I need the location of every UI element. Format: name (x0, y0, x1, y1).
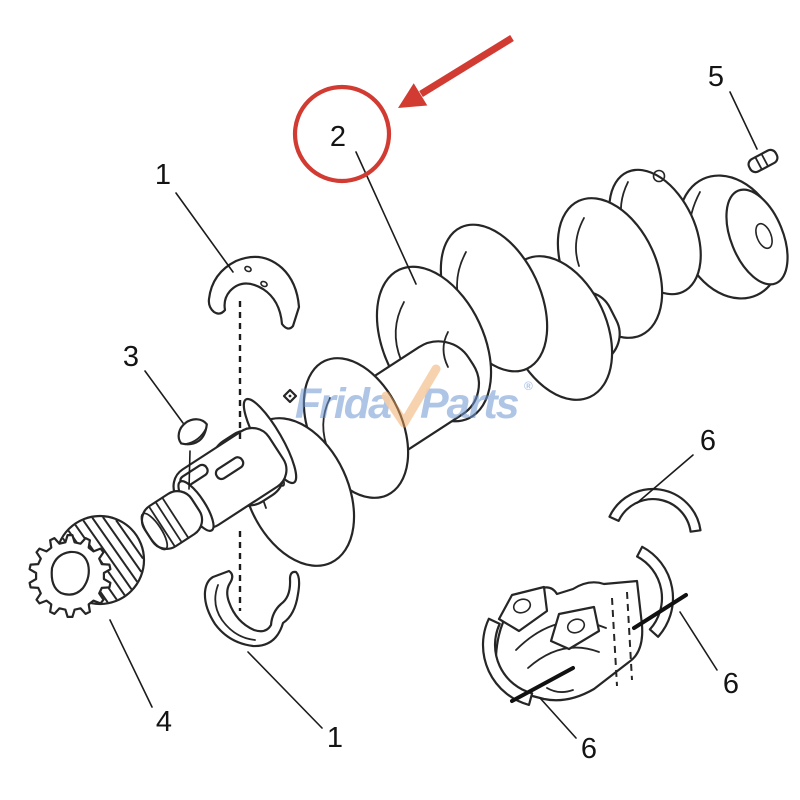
helical-teeth-hatch-shape (91, 517, 138, 583)
crankshaft-shape (394, 301, 405, 361)
crankshaft-shape (575, 217, 585, 267)
callout-1-upper: 1 (155, 159, 171, 191)
main-bearing-lower-shape (203, 569, 301, 648)
highlight-arrow-shaft (419, 35, 514, 97)
leader-thrust-upper (636, 454, 694, 504)
main-bearing-cap-shape (527, 646, 600, 669)
thrust-washer-right (636, 545, 675, 638)
dowel-pin-shape (747, 148, 779, 174)
registered-mark: ® (524, 379, 533, 393)
oil-hole (244, 265, 252, 273)
leader-crankshaft (355, 151, 417, 285)
leader-thrust-right (679, 611, 718, 671)
callout-1-lower: 1 (327, 722, 343, 754)
main-bearing-upper (207, 255, 301, 330)
gear-bore (50, 550, 90, 596)
bolt-boss (549, 605, 601, 651)
threaded-nose (140, 490, 204, 551)
callout-labels: 1 2 3 4 5 6 6 6 1 (123, 61, 739, 765)
leader-dowel-pin (729, 91, 758, 150)
threaded-nose-shape (148, 506, 176, 547)
dowel-hole (652, 169, 666, 183)
callout-6-right: 6 (723, 668, 739, 700)
crankshaft (140, 168, 789, 567)
woodruff-key-shape (177, 418, 208, 446)
orange-check-icon (381, 364, 441, 428)
main-bearing-cap-shape (546, 687, 574, 693)
callout-5: 5 (708, 61, 724, 93)
keyway-slot (214, 456, 245, 481)
pilot-bore (755, 222, 773, 250)
main-bearing-lower (203, 569, 301, 648)
dowel-pin (747, 148, 779, 174)
callout-6-lower: 6 (581, 733, 597, 765)
woodruff-key-shape-shape (177, 418, 208, 446)
leader-thrust-lower (539, 697, 577, 739)
threaded-nose-shape (161, 496, 190, 539)
dowel-pin-shape-shape (760, 152, 769, 168)
woodruff-key-shape (188, 450, 191, 490)
thrust-washer-lower (481, 617, 534, 706)
helical-teeth-hatch-shape (82, 519, 133, 590)
callout-4: 4 (156, 706, 172, 738)
leader-timing-gear (109, 619, 153, 708)
main-bearing-cap-shape (611, 597, 618, 687)
bolt-hole (512, 598, 532, 614)
watermark-text-right: Parts (420, 380, 519, 428)
watermark: Frida Parts ® (295, 364, 533, 428)
main-bearing-upper-shape (207, 255, 301, 330)
helical-teeth-hatch-shape (115, 519, 144, 560)
woodruff-key-shape-shape (184, 427, 207, 446)
helical-teeth-hatch-shape (102, 516, 143, 573)
main-bearing-cap (494, 579, 644, 702)
threaded-nose-shape (154, 501, 183, 544)
thrust-washer-upper (608, 487, 702, 533)
callout-6-upper: 6 (700, 425, 716, 457)
oil-hole (260, 280, 268, 288)
callout-2: 2 (330, 121, 346, 153)
dowel-pin-shape-shape (754, 156, 763, 171)
woodruff-key (177, 418, 208, 490)
leader-bearing-lower (247, 651, 323, 729)
main-bearing-cap-shape (626, 591, 633, 681)
leader-thrust-lower (510, 666, 575, 703)
callout-3: 3 (123, 341, 139, 373)
crankshaft-shape (442, 331, 449, 368)
crankshaft-shape (288, 394, 292, 398)
watermark-text-left: Frida (295, 380, 391, 428)
dowel-pin-shape-shape (747, 148, 779, 174)
highlight-annotation (292, 35, 514, 184)
highlight-arrowhead (398, 83, 428, 108)
leader-thrust-right (632, 593, 688, 630)
leader-bearing-upper (175, 192, 234, 273)
bolt-boss (497, 585, 549, 633)
highlight-circle (292, 84, 392, 184)
threaded-nose-shape (140, 512, 169, 551)
leader-woodruff-key (144, 370, 184, 424)
bolt-hole (566, 618, 586, 634)
timing-gear (28, 514, 146, 618)
main-bearing-lower-shape (214, 584, 256, 641)
